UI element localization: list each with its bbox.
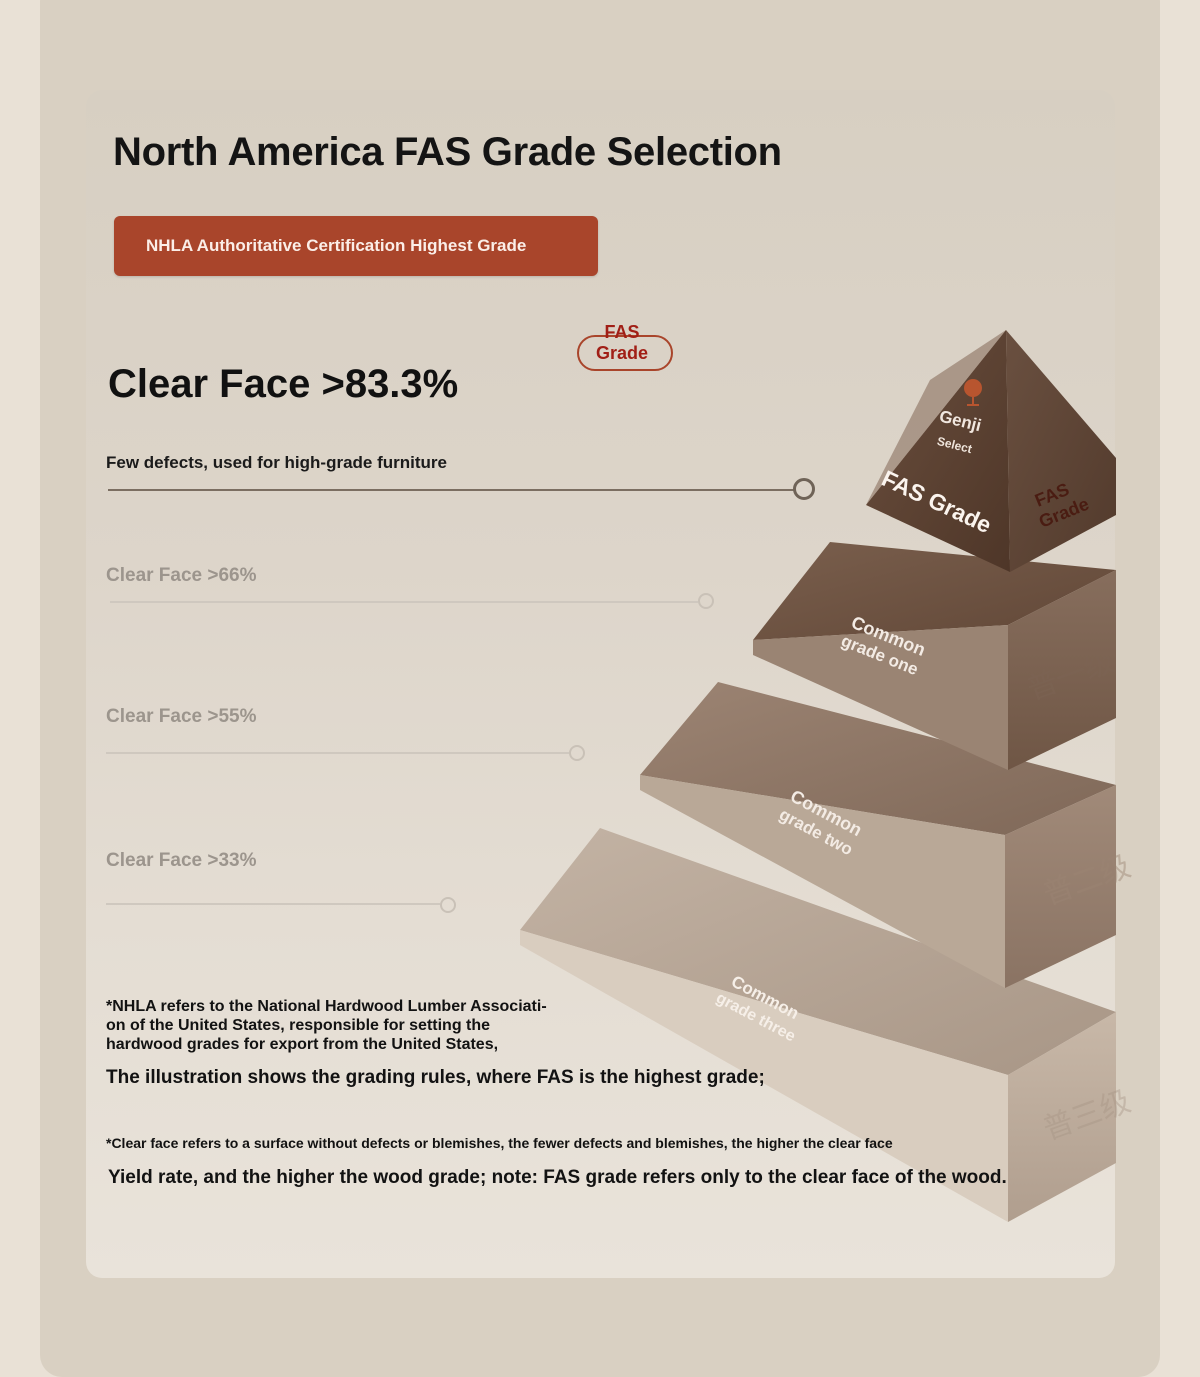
certification-badge: NHLA Authoritative Certification Highest… bbox=[114, 216, 598, 276]
illustration-note: The illustration shows the grading rules… bbox=[106, 1067, 765, 1088]
top-grade-leader-line bbox=[108, 489, 796, 491]
nhla-footnote-line1: *NHLA refers to the National Hardwood Lu… bbox=[106, 998, 547, 1015]
pyramid-tier-fas bbox=[866, 330, 1116, 572]
pyramid-tier-common-three bbox=[520, 828, 1116, 1222]
fas-pill-line2: Grade bbox=[595, 343, 649, 363]
grade-level-55-line bbox=[106, 752, 569, 754]
grade-level-33-marker bbox=[440, 897, 456, 913]
grade-level-66: Clear Face >66% bbox=[106, 565, 257, 586]
top-grade-description: Few defects, used for high-grade furnitu… bbox=[106, 453, 447, 472]
fas-grade-pill bbox=[577, 335, 673, 371]
clear-face-footnote: *Clear face refers to a surface without … bbox=[106, 1135, 893, 1151]
grade-level-33-line bbox=[106, 903, 440, 905]
pyramid-tier-common-one bbox=[753, 542, 1116, 770]
nhla-footnote-line3: hardwood grades for export from the Unit… bbox=[106, 1036, 499, 1053]
grade-level-33: Clear Face >33% bbox=[106, 850, 257, 871]
fas-pill-line1: FAS bbox=[604, 322, 640, 342]
grade-level-66-line bbox=[110, 601, 698, 603]
grade-level-55-marker bbox=[569, 745, 585, 761]
genji-logo-icon bbox=[964, 379, 982, 406]
certification-badge-label: NHLA Authoritative Certification Highest… bbox=[146, 236, 527, 255]
grade-level-55: Clear Face >55% bbox=[106, 706, 257, 727]
nhla-footnote-line2: on of the United States, responsible for… bbox=[106, 1017, 491, 1034]
pyramid-tier-common-two bbox=[640, 682, 1116, 988]
top-grade-marker bbox=[793, 478, 815, 500]
yield-note: Yield rate, and the higher the wood grad… bbox=[108, 1167, 1007, 1188]
top-grade-headline: Clear Face >83.3% bbox=[108, 362, 459, 406]
nhla-footnote: *NHLA refers to the National Hardwood Lu… bbox=[106, 997, 576, 1054]
page-title: North America FAS Grade Selection bbox=[113, 130, 782, 174]
fas-grade-pill-label: FAS Grade bbox=[580, 322, 664, 364]
grade-level-66-marker bbox=[698, 593, 714, 609]
